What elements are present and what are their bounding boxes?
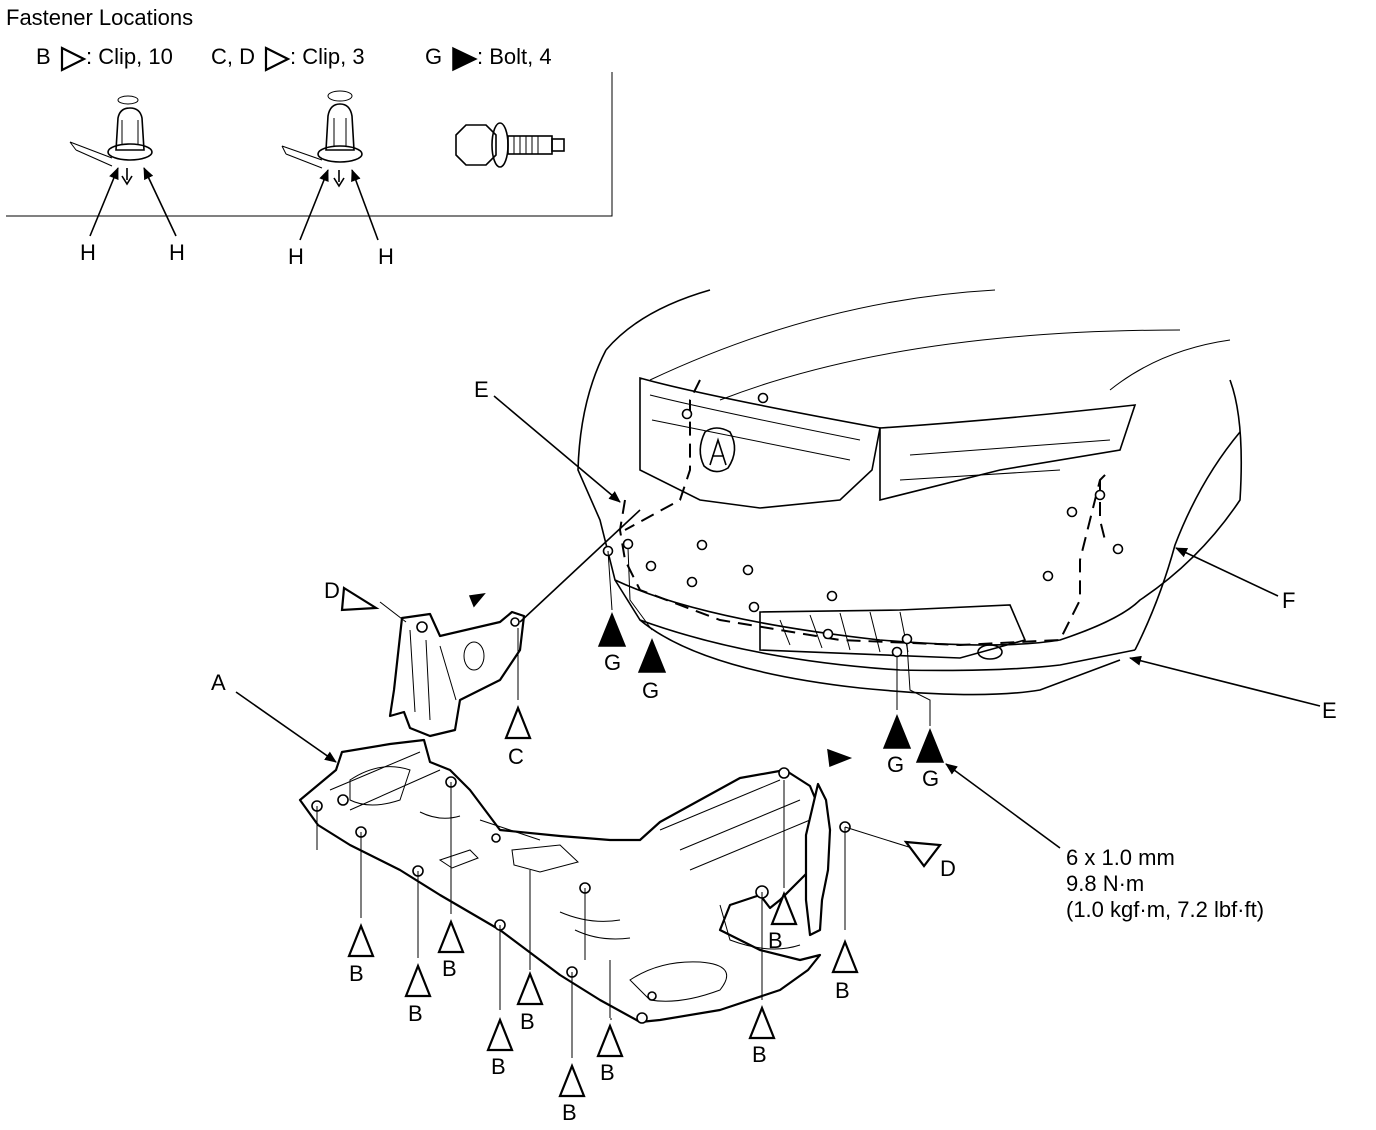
engine-under-cover — [298, 738, 851, 1024]
clip-b-marker — [404, 963, 432, 998]
clip-hole — [748, 601, 760, 613]
label-part-e: E — [474, 377, 489, 402]
clip-hole — [1042, 570, 1054, 582]
label-clip-b: B — [491, 1054, 506, 1079]
label-clip-b: B — [442, 956, 457, 981]
legend-text-g: : Bolt, 4 — [477, 44, 552, 69]
legend-letter-g: G — [425, 44, 442, 69]
clip-d-marker — [903, 840, 943, 868]
clip-b-marker — [831, 939, 859, 974]
bolt-hole — [901, 633, 913, 645]
label-clip-b: B — [768, 928, 783, 953]
clip-d-marker — [340, 586, 380, 612]
legend-letter-b: B — [36, 44, 51, 69]
bolt-g-marker — [637, 638, 667, 673]
legend-text-cd: : Clip, 3 — [290, 44, 365, 69]
label-part-a: A — [211, 670, 226, 695]
clip-hole — [1094, 489, 1106, 501]
bolt-hole — [622, 538, 634, 550]
label-h: H — [378, 244, 394, 269]
leader-lines — [235, 395, 1321, 1058]
clip-hole — [510, 617, 520, 627]
clip-c-marker — [504, 705, 532, 740]
bolt-hole — [891, 646, 903, 658]
bolt-g-marker — [597, 612, 627, 647]
label-h: H — [169, 240, 185, 265]
clip-outline-triangle-icon — [60, 46, 87, 72]
label-clip-d: D — [324, 578, 340, 603]
label-clip-c: C — [508, 744, 524, 769]
label-bolt-g: G — [922, 766, 939, 791]
spec-size: 6 x 1.0 mm — [1066, 845, 1175, 870]
clip-hole — [742, 564, 754, 576]
clip-b-marker — [437, 919, 465, 954]
fastener-markers — [340, 586, 945, 1098]
clip-hole — [636, 1012, 648, 1024]
legend-title: Fastener Locations — [6, 5, 193, 30]
clip-cd-illustration: H H — [281, 90, 394, 269]
label-bolt-g: G — [604, 650, 621, 675]
legend-frame — [6, 72, 613, 217]
label-clip-b: B — [349, 961, 364, 986]
clip-hole — [645, 560, 657, 572]
fastener-legend: Fastener Locations B : Clip, 10 C, D : C… — [6, 5, 613, 269]
label-clip-b: B — [562, 1100, 577, 1125]
clip-hole — [337, 794, 349, 806]
callout-labels: A E E F C D D B B B B B B B B B B G G G … — [211, 377, 1337, 1125]
label-part-f: F — [1282, 588, 1295, 613]
clip-hole — [647, 991, 657, 1001]
spec-torque-alt: (1.0 kgf·m, 7.2 lbf·ft) — [1066, 897, 1264, 922]
label-h: H — [80, 240, 96, 265]
legend-letter-cd: C, D — [211, 44, 255, 69]
clip-hole — [1112, 543, 1124, 555]
bolt-g-marker — [882, 714, 912, 749]
clip-b-marker — [516, 971, 544, 1006]
clip-b-marker — [770, 891, 798, 926]
label-part-e: E — [1322, 698, 1337, 723]
clip-b-illustration: H H — [69, 95, 185, 265]
front-splash-bracket — [388, 610, 526, 738]
vehicle-front-outline — [577, 289, 1243, 696]
clip-b-marker — [347, 923, 375, 958]
clip-hole — [696, 539, 708, 551]
clip-b-marker — [486, 1017, 514, 1052]
clip-hole — [416, 621, 428, 633]
label-bolt-g: G — [887, 752, 904, 777]
bolt-illustration — [455, 122, 565, 168]
label-clip-b: B — [600, 1060, 615, 1085]
label-clip-b: B — [520, 1009, 535, 1034]
bolt-filled-triangle-icon — [452, 46, 478, 72]
clip-b-marker — [558, 1063, 586, 1098]
clip-hole — [822, 628, 834, 640]
clip-b-marker — [596, 1023, 624, 1058]
label-clip-b: B — [408, 1001, 423, 1026]
clip-hole — [681, 408, 693, 420]
spec-torque: 9.8 N·m — [1066, 871, 1144, 896]
clip-hole — [686, 576, 698, 588]
clip-hole — [778, 767, 790, 779]
clip-b-marker — [748, 1005, 776, 1040]
clip-outline-triangle-icon — [264, 46, 291, 72]
label-clip-b: B — [752, 1042, 767, 1067]
clip-hole — [757, 392, 769, 404]
label-clip-d: D — [940, 856, 956, 881]
label-clip-b: B — [835, 978, 850, 1003]
label-h: H — [288, 244, 304, 269]
legend-text-b: : Clip, 10 — [86, 44, 173, 69]
label-bolt-g: G — [642, 678, 659, 703]
clip-hole — [1066, 506, 1078, 518]
clip-hole — [826, 590, 838, 602]
bolt-g-marker — [915, 728, 945, 763]
clip-hole — [491, 833, 501, 843]
